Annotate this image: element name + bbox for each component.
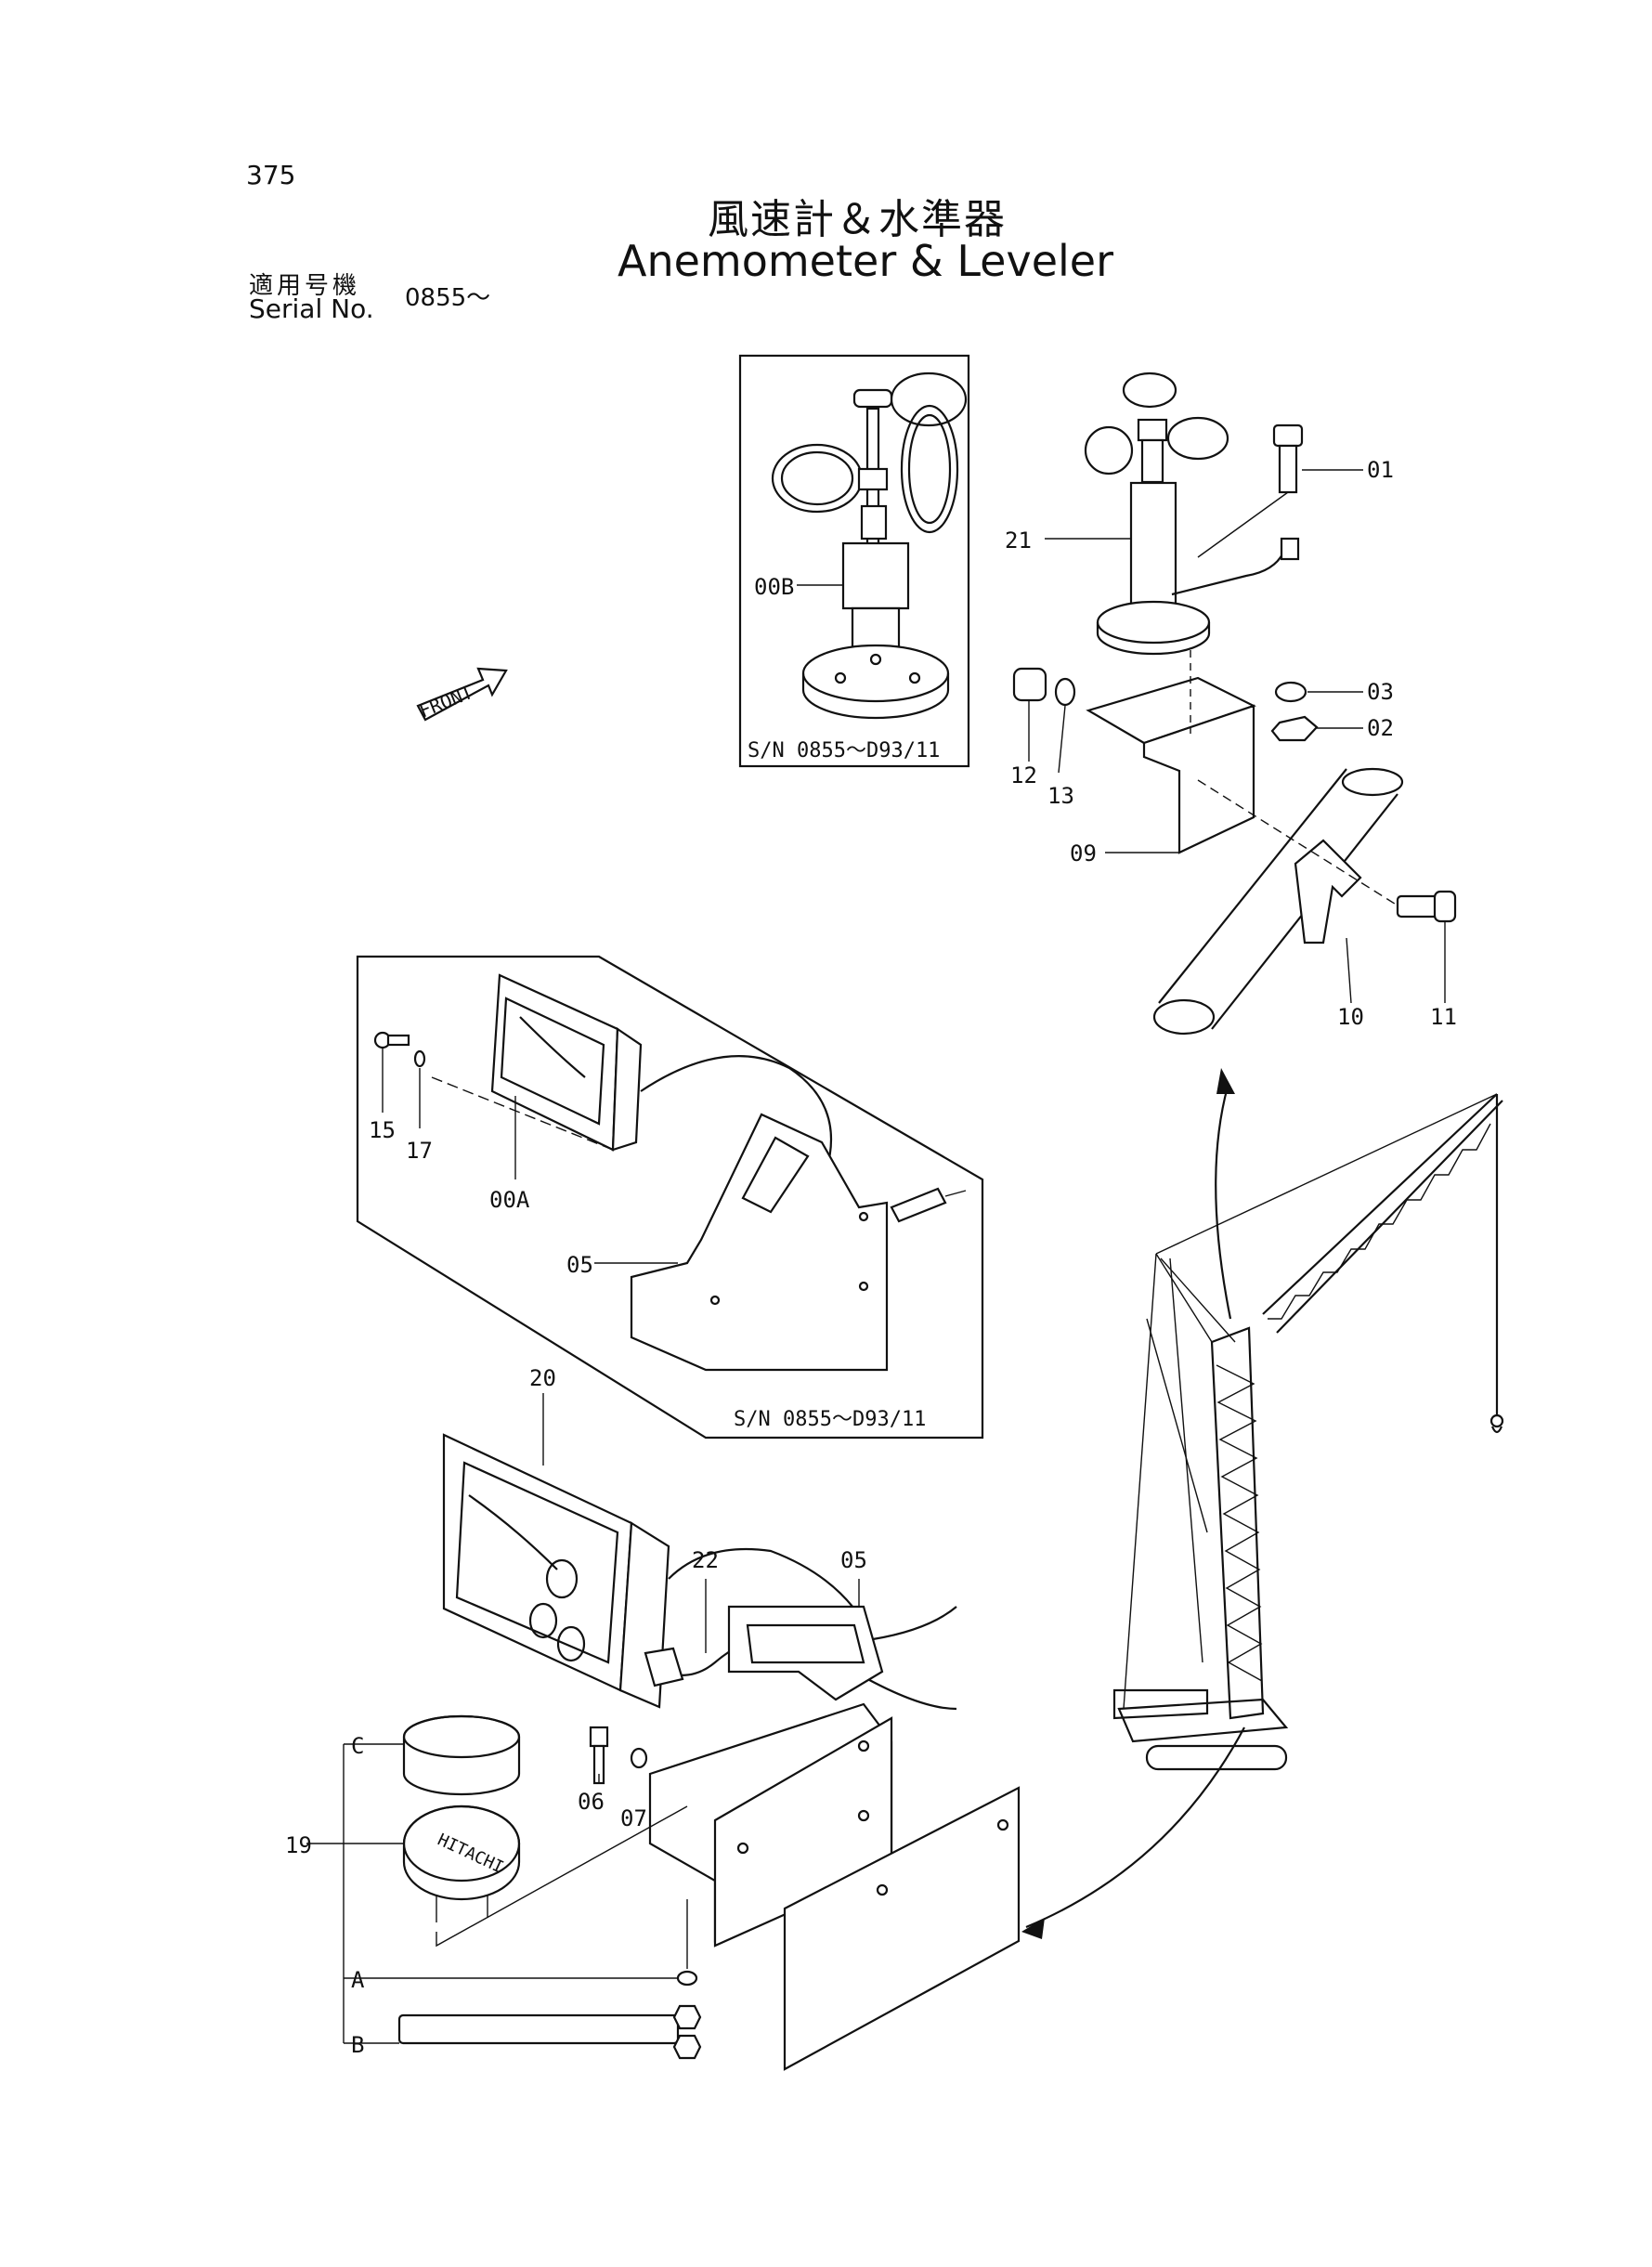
callout-07: 07 <box>620 1805 647 1831</box>
callout-06: 06 <box>578 1789 605 1815</box>
callout-09: 09 <box>1070 840 1097 866</box>
page-number: 375 <box>246 160 296 190</box>
title-english: Anemometer & Leveler <box>618 236 1113 286</box>
callout-12: 12 <box>1010 762 1037 788</box>
callout-00A: 00A <box>489 1187 530 1213</box>
callout-03: 03 <box>1367 679 1394 705</box>
callout-20: 20 <box>529 1365 556 1391</box>
title-japanese: 風速計＆水準器 <box>708 196 1007 243</box>
callout-22: 22 <box>692 1547 719 1573</box>
callout-05-inset: 05 <box>566 1252 593 1278</box>
front-arrow-icon: FRONT <box>416 667 508 723</box>
callout-B: B <box>351 2032 364 2058</box>
crane-illustration <box>1021 1068 1504 1939</box>
anemometer-sn-note: S/N 0855～D93/11 <box>748 739 940 762</box>
callout-21: 21 <box>1005 528 1032 554</box>
indicator-inset: 00A 05 15 17 S/N 0855～D93/11 <box>356 955 984 1440</box>
callout-02: 02 <box>1367 715 1394 741</box>
anemometer-inset: 00B S/N 0855～D93/11 <box>738 354 970 768</box>
callout-19: 19 <box>285 1832 312 1858</box>
callout-00B: 00B <box>754 574 794 600</box>
serial-label-japanese: 適用号機 <box>249 272 361 300</box>
front-arrow-label: FRONT <box>416 681 476 723</box>
callout-11: 11 <box>1430 1004 1457 1030</box>
anemometer-assembly: 21 01 09 03 02 12 13 <box>1005 371 1457 1036</box>
callout-13: 13 <box>1047 783 1074 809</box>
indicator-sn-note: S/N 0855～D93/11 <box>734 1408 926 1431</box>
callout-05: 05 <box>840 1547 867 1573</box>
callout-17: 17 <box>406 1138 433 1164</box>
callout-C: C <box>351 1733 364 1759</box>
callout-01: 01 <box>1367 457 1394 483</box>
callout-10: 10 <box>1337 1004 1364 1030</box>
callout-A: A <box>351 1967 365 1993</box>
serial-value: 0855～ <box>405 284 491 312</box>
serial-label-english: Serial No. <box>249 293 374 324</box>
callout-15: 15 <box>369 1117 396 1143</box>
indicator-assembly: 20 22 05 06 07 HITACHI <box>285 1365 1021 2071</box>
